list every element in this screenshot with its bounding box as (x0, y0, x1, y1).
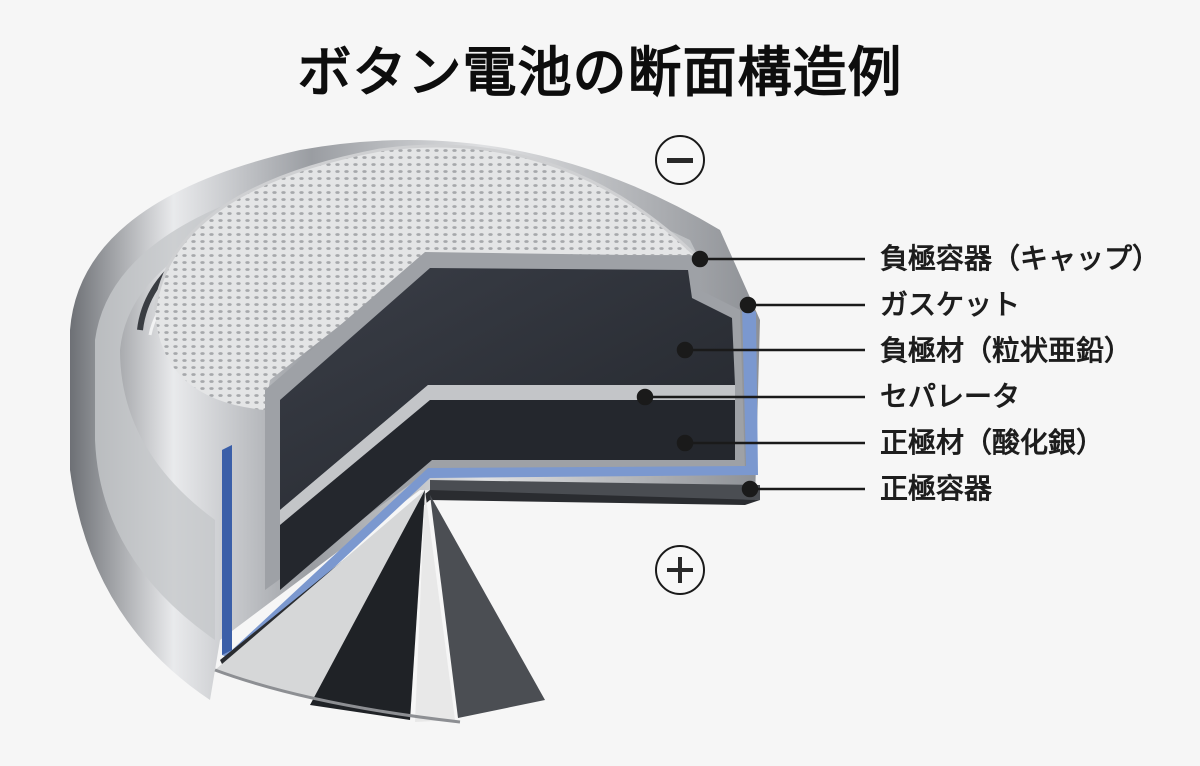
label-separator: セパレータ (880, 380, 1021, 413)
bottom-fan (214, 490, 545, 724)
cross-section (220, 252, 760, 670)
label-anode-material: 負極材（粒状亜鉛） (880, 334, 1133, 367)
label-cathode-material: 正極材（酸化銀） (880, 426, 1105, 459)
negative-terminal-icon (655, 135, 705, 185)
anode-material-region (280, 268, 735, 510)
negative-cap-top (153, 144, 697, 410)
page-title: ボタン電池の断面構造例 (297, 41, 903, 104)
positive-terminal-icon (655, 545, 705, 595)
separator-region (280, 385, 735, 525)
callout-leaders (636, 250, 865, 498)
label-positive-can: 正極容器 (880, 472, 993, 505)
label-negative-cap: 負極容器（キャップ） (880, 242, 1161, 275)
label-gasket: ガスケット (880, 288, 1021, 321)
cathode-material-region (280, 400, 735, 590)
